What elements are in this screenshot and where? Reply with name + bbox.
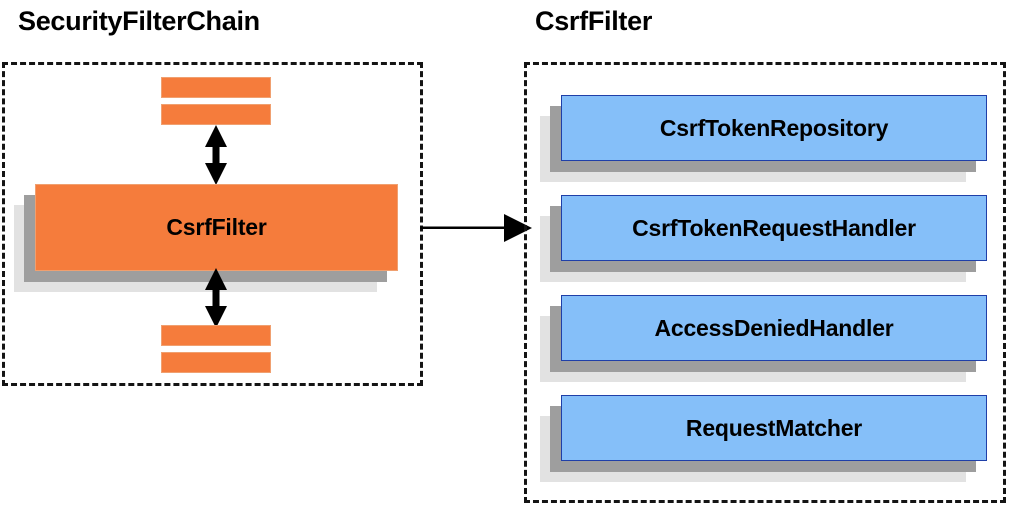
- node-csrf-token-repository-label: CsrfTokenRepository: [561, 95, 987, 161]
- node-csrf-filter-label: CsrfFilter: [35, 184, 398, 271]
- node-request-matcher[interactable]: RequestMatcher: [540, 395, 987, 482]
- filter-stub-top-2: [161, 104, 271, 125]
- node-csrf-token-repository[interactable]: CsrfTokenRepository: [540, 95, 987, 182]
- node-request-matcher-label: RequestMatcher: [561, 395, 987, 461]
- filter-stub-bottom-1: [161, 325, 271, 346]
- group-box-csrf-filter: [524, 62, 1006, 503]
- group-box-security-filter-chain: [2, 62, 423, 386]
- connector-arrow-bottom: [203, 268, 229, 328]
- panel-title-csrf-filter: CsrfFilter: [535, 6, 653, 36]
- node-csrf-filter[interactable]: CsrfFilter: [14, 184, 398, 292]
- node-csrf-token-request-handler-label: CsrfTokenRequestHandler: [561, 195, 987, 261]
- filter-stub-top-1: [161, 77, 271, 98]
- node-access-denied-handler-label: AccessDeniedHandler: [561, 295, 987, 361]
- connector-arrow-top: [203, 125, 229, 185]
- connector-arrow-cross-panel: [420, 214, 532, 242]
- node-csrf-token-request-handler[interactable]: CsrfTokenRequestHandler: [540, 195, 987, 282]
- panel-title-security-filter-chain: SecurityFilterChain: [18, 6, 260, 36]
- node-access-denied-handler[interactable]: AccessDeniedHandler: [540, 295, 987, 382]
- filter-stub-bottom-2: [161, 352, 271, 373]
